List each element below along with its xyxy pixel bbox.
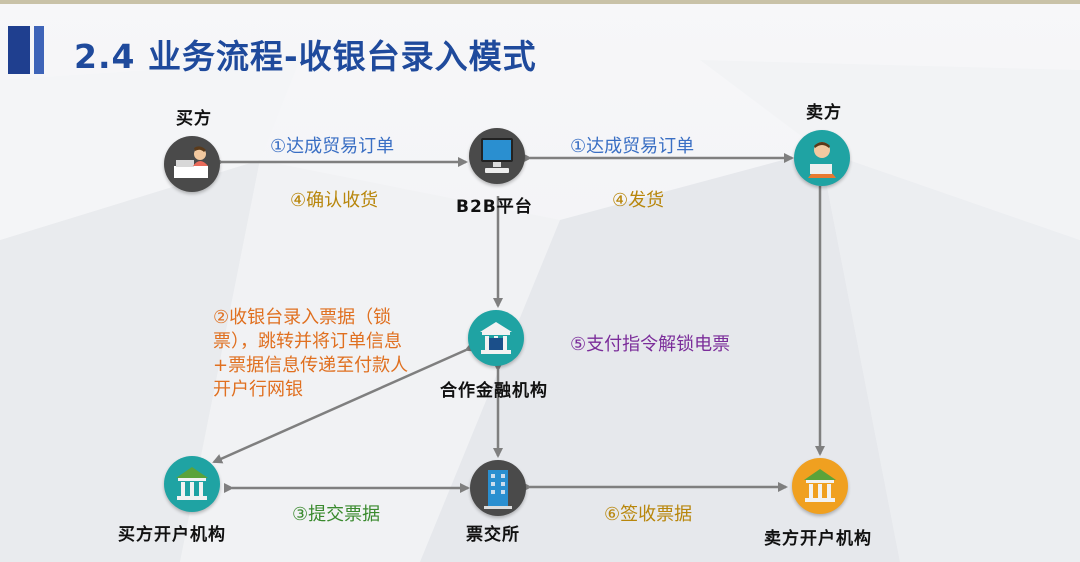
flow-cashier-entry: ②收银台录入票据（锁 票），跳转并将订单信息 +票据信息传递至付款人 开户行网银 xyxy=(213,306,408,402)
finance-label: 合作金融机构 xyxy=(440,381,548,401)
building-icon xyxy=(470,460,526,516)
buyer-label: 买方 xyxy=(176,109,212,129)
arrow-finance-buyerbank xyxy=(212,342,476,464)
computer-icon xyxy=(469,128,525,184)
exchange-label: 票交所 xyxy=(466,525,520,545)
title-accent-bar-secondary xyxy=(34,26,44,74)
top-rule xyxy=(0,0,1080,4)
buyer-icon xyxy=(164,136,220,192)
seller-icon xyxy=(794,130,850,186)
flow-sign: ⑥签收票据 xyxy=(604,504,693,525)
flow-cashier-line-4: 开户行网银 xyxy=(213,379,303,400)
flow-submit: ③提交票据 xyxy=(292,504,381,525)
seller-label: 卖方 xyxy=(806,103,842,123)
title-accent-bar xyxy=(8,26,30,74)
flow-order-left: ①达成贸易订单 xyxy=(270,136,395,157)
flow-cashier-line-2: 票），跳转并将订单信息 xyxy=(213,331,402,352)
flow-cashier-line-3: +票据信息传递至付款人 xyxy=(213,355,409,376)
seller-bank-icon xyxy=(792,458,848,514)
platform-label: B2B平台 xyxy=(456,197,533,217)
flow-cashier-line-1: ②收银台录入票据（锁 xyxy=(213,307,392,328)
flow-ship: ④发货 xyxy=(612,190,665,211)
page-title: 2.4 业务流程-收银台录入模式 xyxy=(74,37,537,76)
flow-order-right: ①达成贸易订单 xyxy=(570,136,695,157)
seller-bank-label: 卖方开户机构 xyxy=(764,529,872,549)
flow-confirm-receipt: ④确认收货 xyxy=(290,190,379,211)
bank-icon xyxy=(468,310,524,366)
flow-unlock: ⑤支付指令解锁电票 xyxy=(570,334,731,355)
buyer-bank-label: 买方开户机构 xyxy=(118,525,226,545)
buyer-bank-icon xyxy=(164,456,220,512)
